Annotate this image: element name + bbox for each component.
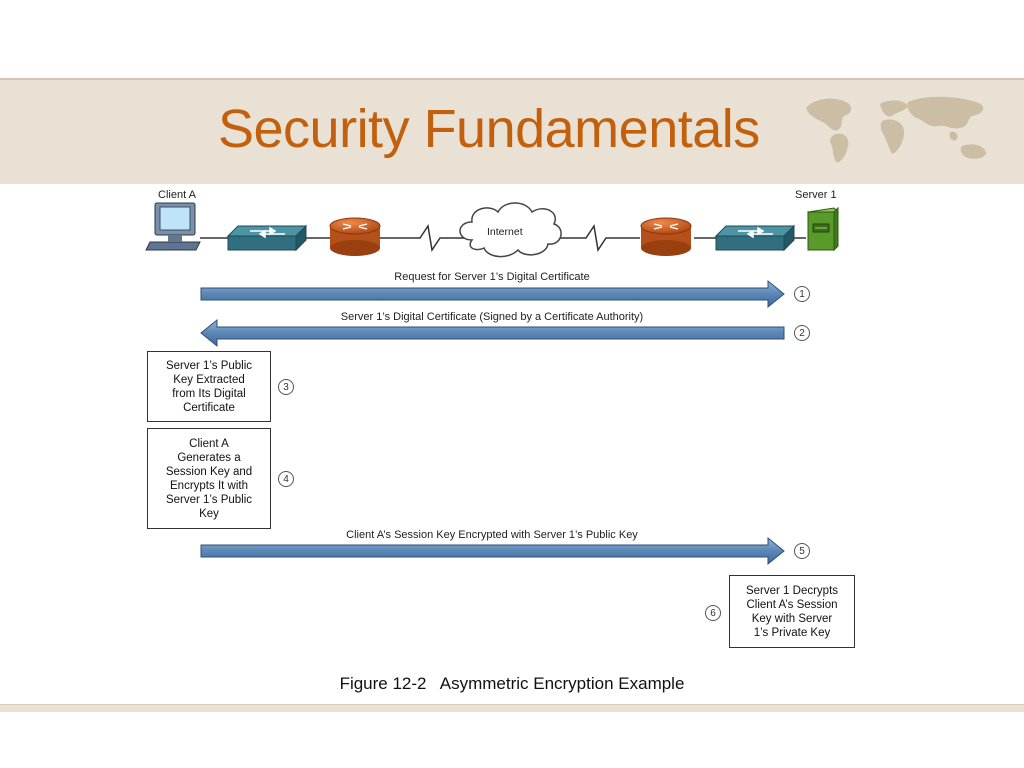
router-icon xyxy=(640,217,692,256)
step-2-label: Server 1’s Digital Certificate (Signed b… xyxy=(340,311,644,323)
bottom-rule xyxy=(0,704,1024,712)
world-map-icon xyxy=(806,96,986,163)
step-1-label: Request for Server 1’s Digital Certifica… xyxy=(394,271,590,283)
slide-title: Security Fundamentals xyxy=(218,99,760,159)
client-label: Client A xyxy=(158,189,196,201)
step-4-box: Client A Generates a Session Key and Enc… xyxy=(147,428,271,529)
step-3-number: 3 xyxy=(278,379,294,395)
figure-caption: Figure 12-2 Asymmetric Encryption Exampl… xyxy=(339,674,685,693)
arrow-step-5 xyxy=(200,536,785,566)
step-5-number: 5 xyxy=(794,543,810,559)
internet-label: Internet xyxy=(487,226,523,238)
switch-icon xyxy=(714,224,796,252)
step-6-number: 6 xyxy=(705,605,721,621)
router-icon xyxy=(329,217,381,256)
step-2-number: 2 xyxy=(794,325,810,341)
step-4-number: 4 xyxy=(278,471,294,487)
step-arrows xyxy=(200,279,785,566)
cloud-icon xyxy=(459,202,562,258)
title-band xyxy=(0,78,1024,184)
step-3-box: Server 1’s Public Key Extracted from Its… xyxy=(147,351,271,422)
switch-icon xyxy=(226,224,308,252)
computer-icon xyxy=(145,202,201,251)
arrow-step-1 xyxy=(200,279,785,309)
step-5-label: Client A’s Session Key Encrypted with Se… xyxy=(346,529,638,541)
step-1-number: 1 xyxy=(794,286,810,302)
server-label: Server 1 xyxy=(795,189,837,201)
server-icon xyxy=(806,206,840,252)
network-links xyxy=(200,224,806,252)
arrow-step-2 xyxy=(200,318,785,348)
step-6-box: Server 1 Decrypts Client A’s Session Key… xyxy=(729,575,855,648)
